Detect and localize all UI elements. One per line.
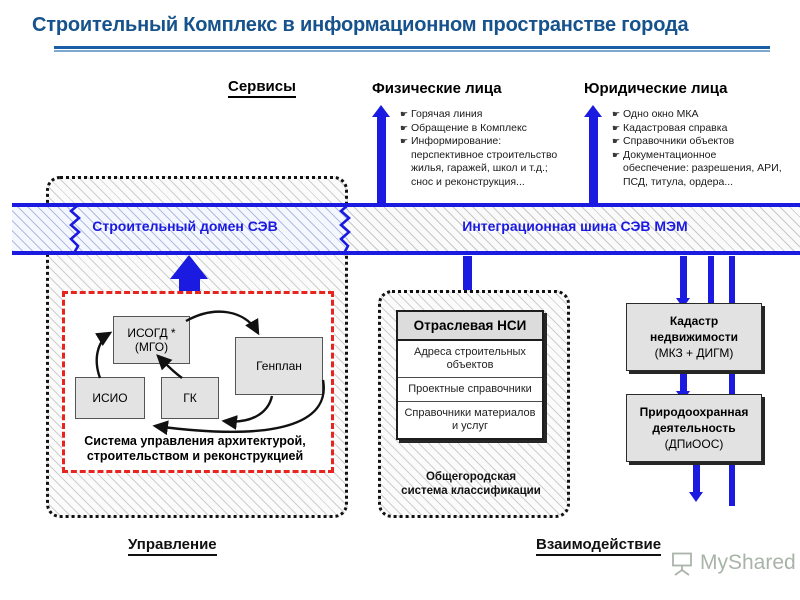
easel-icon xyxy=(672,552,692,576)
box-genplan[interactable]: Генплан xyxy=(235,337,323,395)
legal-entities-uplink-arrow-shaft xyxy=(589,116,598,206)
box-gk-label: ГК xyxy=(183,391,197,405)
band-bottom-rule xyxy=(12,251,800,255)
construction-domain-fill xyxy=(12,207,348,251)
environment-output-arrow-shaft xyxy=(693,462,700,494)
list-item-label: Обращение в Комплекс xyxy=(411,121,527,134)
individuals-heading: Физические лица xyxy=(372,80,502,97)
individuals-uplink-arrow-shaft xyxy=(377,116,386,206)
box-isio[interactable]: ИСИО xyxy=(75,377,145,419)
list-item-label: Информирование: xyxy=(411,135,502,147)
title-rule-secondary xyxy=(54,50,770,52)
nsi-caption-line1: Общегородская xyxy=(425,471,517,483)
integration-bus-label: Интеграционная шина СЭВ МЭМ xyxy=(462,218,688,234)
box-genplan-label: Генплан xyxy=(256,359,302,373)
box-isogd[interactable]: ИСОГД * (МГО) xyxy=(113,316,190,364)
box-environment[interactable]: Природоохранная деятельность (ДПиООС) xyxy=(626,394,762,462)
nsi-row[interactable]: Справочники материалов и услуг xyxy=(404,407,536,432)
environment-output-arrow-head xyxy=(689,492,703,502)
cadastre-downlink-arrow-shaft xyxy=(680,256,687,300)
legal-entities-uplink-arrow-head xyxy=(584,105,602,117)
list-item: ☛ Информирование: xyxy=(400,135,570,149)
management-uplink-arrow-head xyxy=(170,255,208,279)
box-isio-label: ИСИО xyxy=(92,391,128,405)
hand-pointer-bullet-icon: ☛ xyxy=(400,136,409,146)
management-caption: Система управления архитектурой, строите… xyxy=(66,434,324,464)
list-item-label: Кадастровая справка xyxy=(623,121,728,134)
title-rule-primary xyxy=(54,46,770,49)
box-cadastre[interactable]: Кадастр недвижимости (МКЗ + ДИГМ) xyxy=(626,303,762,371)
list-item-detail: обеспечение: разрешения, АРИ, ПСД, титул… xyxy=(623,162,782,188)
box-environment-line2: деятельность xyxy=(652,421,736,435)
management-caption-line1: Система управления архитектурой, xyxy=(84,434,306,448)
list-item: ☛ Горячая линия xyxy=(400,108,570,122)
list-item: ☛ Обращение в Комплекс xyxy=(400,122,570,136)
hand-pointer-bullet-icon: ☛ xyxy=(612,149,621,160)
bus-tap-line-2 xyxy=(708,256,714,306)
nsi-row[interactable]: Проектные справочники xyxy=(398,378,542,402)
nsi-downlink-arrow-shaft xyxy=(463,256,472,296)
box-gk[interactable]: ГК xyxy=(161,377,219,419)
management-caption-line2: строительством и реконструкцией xyxy=(86,449,304,463)
services-heading: Сервисы xyxy=(228,78,296,98)
nsi-row[interactable]: Адреса строительных объектов xyxy=(398,341,542,378)
list-item-label: Справочники объектов xyxy=(623,135,735,147)
hand-pointer-bullet-icon: ☛ xyxy=(612,136,621,146)
page-title: Строительный Комплекс в информационном п… xyxy=(32,14,689,36)
band-top-rule xyxy=(12,203,800,207)
nsi-panel[interactable]: Отраслевая НСИ Адреса строительных объек… xyxy=(396,310,544,440)
list-item-label: Одно окно МКА xyxy=(623,108,699,120)
hand-pointer-bullet-icon: ☛ xyxy=(400,109,409,119)
hand-pointer-bullet-icon: ☛ xyxy=(612,122,621,133)
hand-pointer-bullet-icon: ☛ xyxy=(400,122,409,133)
box-isogd-line1: ИСОГД * xyxy=(127,326,176,340)
environment-downlink-arrow-shaft xyxy=(680,371,687,393)
box-cadastre-line2: недвижимости xyxy=(650,330,738,344)
box-environment-line3: (ДПиООС) xyxy=(664,437,724,451)
individuals-uplink-arrow-head xyxy=(372,105,390,117)
list-item-label: Документационное xyxy=(623,148,717,161)
list-item: ☛ Документационное xyxy=(612,149,792,163)
integration-bus-fill xyxy=(348,207,800,251)
title-bar: Строительный Комплекс в информационном п… xyxy=(0,6,800,52)
list-item-label: Горячая линия xyxy=(411,108,483,120)
box-cadastre-line3: (МКЗ + ДИГМ) xyxy=(654,346,734,360)
hand-pointer-bullet-icon: ☛ xyxy=(612,109,621,119)
box-cadastre-line1: Кадастр xyxy=(669,314,719,328)
construction-domain-label: Строительный домен СЭВ xyxy=(92,218,278,234)
list-item: ☛ Одно окно МКА xyxy=(612,108,792,122)
legal-entities-heading: Юридические лица xyxy=(584,80,728,97)
nsi-header: Отраслевая НСИ xyxy=(398,312,542,341)
legal-entities-list: ☛ Одно окно МКА ☛ Кадастровая справка ☛ … xyxy=(612,108,792,189)
box-environment-line1: Природоохранная xyxy=(639,405,749,419)
box-isogd-line2: (МГО) xyxy=(134,340,169,354)
nsi-caption: Общегородская система классификации xyxy=(382,470,560,498)
nsi-caption-line2: система классификации xyxy=(401,485,541,497)
bottom-label-interaction: Взаимодействие xyxy=(536,536,662,556)
individuals-list: ☛ Горячая линия ☛ Обращение в Комплекс ☛… xyxy=(400,108,570,189)
list-item: ☛ Справочники объектов xyxy=(612,135,792,149)
watermark-text: MyShared xyxy=(700,551,796,574)
list-item-detail: перспективное строительство жилья, гараж… xyxy=(411,148,558,188)
list-item: ☛ Кадастровая справка xyxy=(612,122,792,136)
bottom-label-management: Управление xyxy=(128,536,217,556)
bus-tap-line-3 xyxy=(729,256,735,506)
